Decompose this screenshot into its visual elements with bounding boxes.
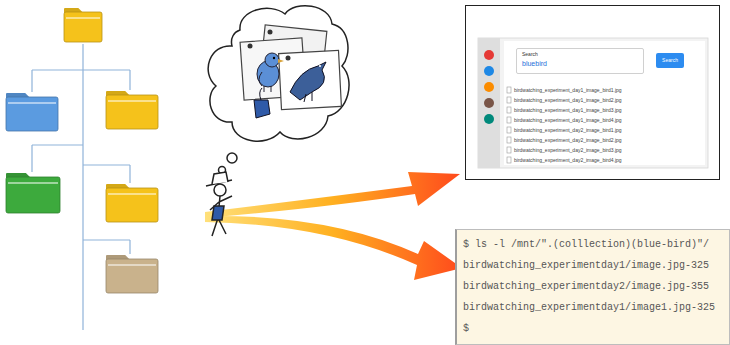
drawing-part <box>108 193 156 195</box>
drawing-part <box>32 145 83 172</box>
drawing-part <box>304 92 312 102</box>
drawing-part <box>260 88 262 100</box>
file-name: birdwatching_experiment_day1_image_bird2… <box>514 95 622 105</box>
folder-icon <box>106 255 158 293</box>
drawing-part <box>279 50 342 109</box>
drawing-part <box>210 196 232 236</box>
folder-icon <box>106 184 158 222</box>
drawing-part <box>484 82 494 92</box>
drawing-part <box>32 70 130 92</box>
terminal-line: birdwatching_experimentday1/image.jpg-32… <box>463 255 723 276</box>
terminal-line: birdwatching_experimentday1/image1.jpg-3… <box>463 297 723 318</box>
file-name: birdwatching_experiment_day1_image_bird1… <box>514 85 622 95</box>
file-icon <box>507 127 511 133</box>
terminal-line: birdwatching_experimentday2/image.jpg-35… <box>463 276 723 297</box>
search-button: Search <box>656 53 684 68</box>
thought-bubble <box>208 6 349 174</box>
drawing-part <box>66 17 100 19</box>
file-icon <box>507 97 511 103</box>
file-icon <box>507 107 511 113</box>
folder-icon <box>6 173 60 213</box>
drawing-part <box>286 56 291 61</box>
drawing-part <box>254 100 270 118</box>
file-name: birdwatching_experiment_day2_image_bird1… <box>514 125 622 135</box>
drawing-part <box>248 44 253 49</box>
drawing-part <box>83 240 130 254</box>
terminal-line: $ <box>463 318 723 339</box>
file-icon <box>507 87 511 93</box>
screenshot-ui <box>478 38 708 168</box>
file-name: birdwatching_experiment_day2_image_bird2… <box>514 135 622 145</box>
drawing-part <box>8 182 58 184</box>
drawing-part <box>264 86 271 92</box>
bird-pictures <box>240 25 341 118</box>
file-icon <box>507 137 511 143</box>
drawing-part <box>478 38 708 168</box>
result-list: birdwatching_experiment_day1_image_bird1… <box>514 85 622 165</box>
terminal-line: $ ls -l /mnt/".(colllection)(blue-bird)"… <box>463 234 723 255</box>
folder-icon <box>64 8 102 42</box>
drawing-part <box>212 172 228 184</box>
drawing-part <box>6 97 58 131</box>
drawing-part <box>265 53 279 67</box>
drawing-part <box>106 188 158 222</box>
flow-arrows <box>205 172 462 280</box>
drawing-part <box>106 259 158 293</box>
drawing-part <box>8 102 56 104</box>
drawing-part <box>108 264 156 266</box>
person-figure <box>206 172 232 236</box>
field-label: Search <box>522 51 638 58</box>
drawing-part <box>273 57 275 59</box>
terminal-box: $ ls -l /mnt/".(colllection)(blue-bird)"… <box>455 229 730 345</box>
drawing-part <box>259 72 262 86</box>
drawing-part <box>507 87 511 163</box>
drawing-part <box>484 50 494 60</box>
drawing-part <box>106 95 158 129</box>
drawing-part <box>205 172 460 218</box>
folder-icon <box>6 93 58 131</box>
drawing-part <box>6 177 60 213</box>
file-icon <box>507 147 511 153</box>
folder-icon <box>106 91 158 129</box>
search-field: Searchbluebird <box>516 48 644 74</box>
drawing-part <box>484 114 494 124</box>
drawing-part <box>205 216 462 280</box>
drawing-part <box>319 65 321 67</box>
drawing-part <box>504 41 705 165</box>
drawing-part <box>108 100 156 102</box>
file-icon <box>507 117 511 123</box>
drawing-part <box>212 206 224 220</box>
file-icon <box>507 157 511 163</box>
drawing-part <box>484 98 494 108</box>
file-name: birdwatching_experiment_day1_image_bird4… <box>514 115 622 125</box>
drawing-part <box>214 184 226 196</box>
drawing-part <box>268 30 273 35</box>
drawing-part <box>64 12 102 42</box>
drawing-part <box>83 165 130 183</box>
drawing-part <box>227 153 237 163</box>
drawing-part <box>82 44 83 330</box>
drawing-part <box>478 38 500 168</box>
drawing-part <box>290 62 326 100</box>
button-label: Search <box>662 57 678 64</box>
drawing-part <box>484 66 494 76</box>
search-query: bluebird <box>522 58 638 69</box>
file-name: birdwatching_experiment_day2_image_bird3… <box>514 145 622 155</box>
file-name: birdwatching_experiment_day2_image_bird4… <box>514 155 622 165</box>
drawing-part <box>278 59 284 63</box>
screenshot-frame: birdwatching_experiment_day1_image_bird1… <box>465 5 720 180</box>
file-name: birdwatching_experiment_day1_image_bird3… <box>514 105 622 115</box>
folder-icons <box>6 8 158 293</box>
drawing-part <box>208 6 349 141</box>
